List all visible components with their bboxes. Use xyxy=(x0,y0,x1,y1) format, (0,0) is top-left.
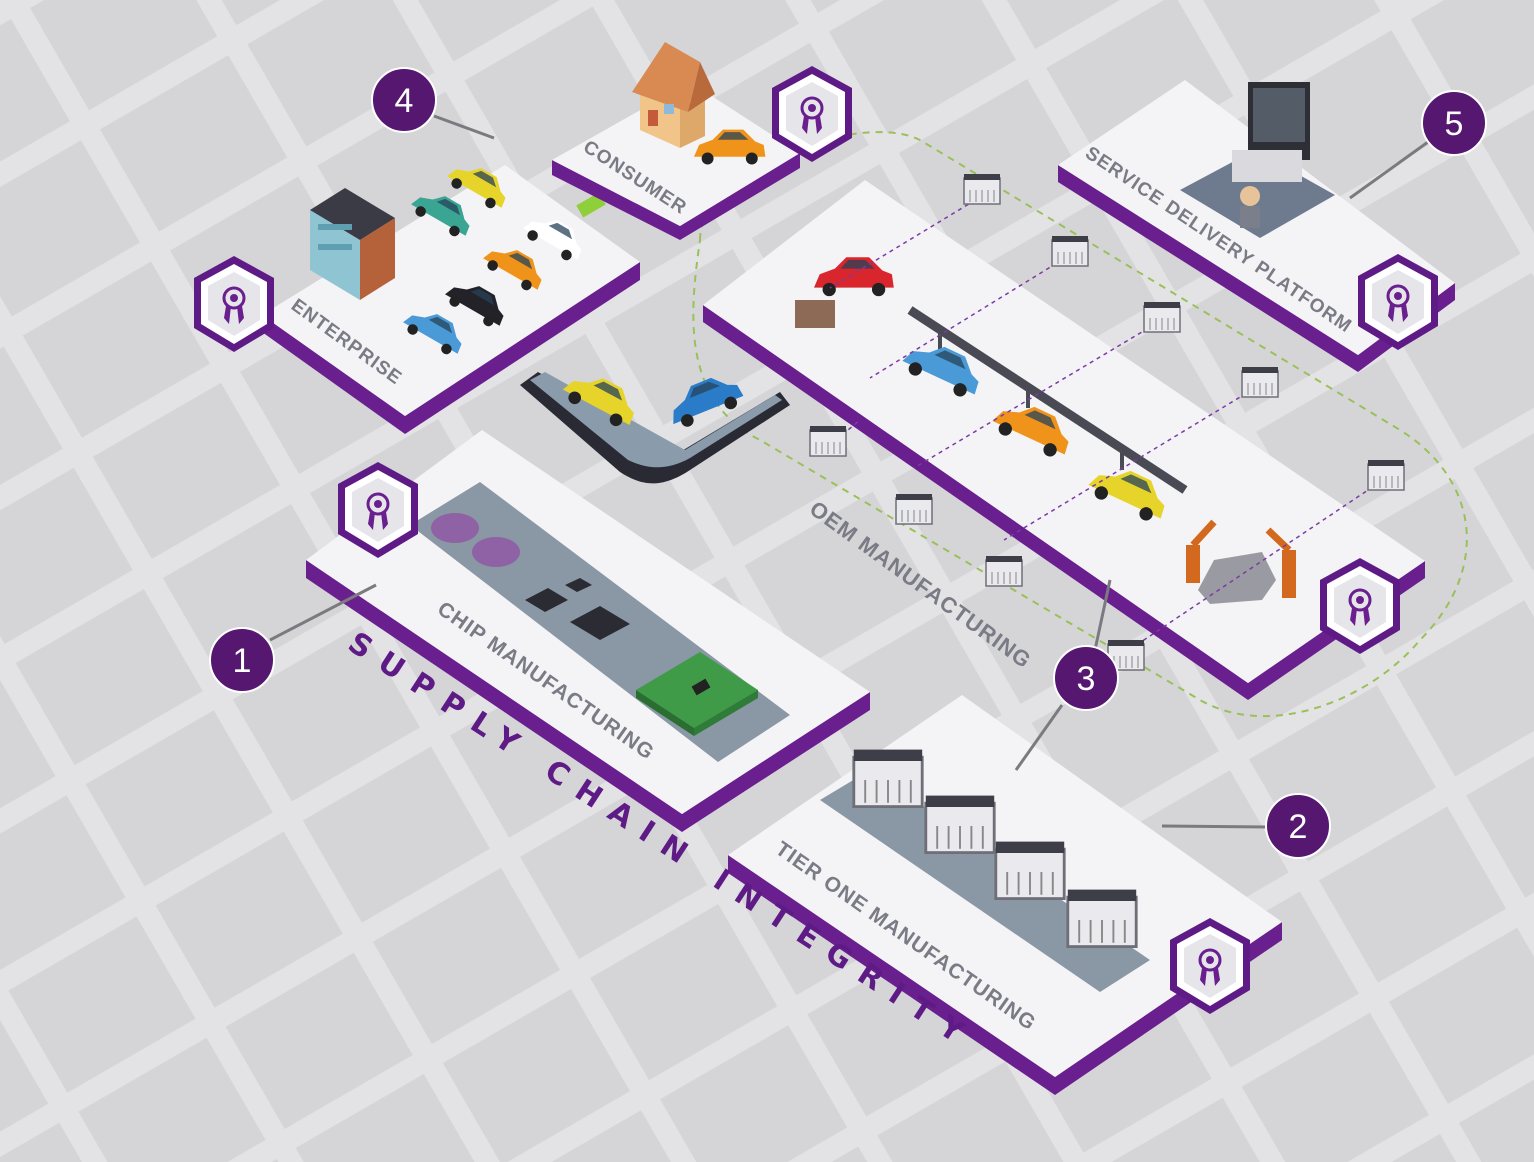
battery-module-icon xyxy=(1241,366,1279,398)
battery-module-icon xyxy=(1051,235,1089,267)
battery-module-icon xyxy=(852,748,924,809)
battery-module-icon xyxy=(994,840,1066,901)
battery-module-icon xyxy=(1367,459,1405,491)
monitor-workstation-icon xyxy=(1180,82,1335,238)
battery-module-icon xyxy=(963,173,1001,205)
enterprise-consumer-connector xyxy=(576,192,606,218)
svg-text:5: 5 xyxy=(1445,105,1464,143)
battery-module-icon xyxy=(985,555,1023,587)
enterprise-platform: ENTERPRISE xyxy=(192,155,640,434)
callout-4: 4 xyxy=(371,67,437,133)
consumer-platform: CONSUMER xyxy=(552,42,854,240)
callout-3: 3 xyxy=(1053,645,1119,711)
svg-text:2: 2 xyxy=(1289,808,1308,846)
battery-module-icon xyxy=(1143,301,1181,333)
callout-leaders xyxy=(269,114,1429,829)
wafer-icon xyxy=(431,513,520,567)
battery-module-icon xyxy=(809,425,847,457)
battery-module-icon xyxy=(1066,888,1138,949)
battery-module-icon xyxy=(895,493,933,525)
svg-text:4: 4 xyxy=(395,82,414,120)
callout-5: 5 xyxy=(1421,90,1487,156)
circuit-board-icon xyxy=(636,652,758,736)
conveyor-belt xyxy=(520,364,790,484)
svg-text:1: 1 xyxy=(233,642,252,680)
chip-manufacturing-platform: CHIP MANUFACTURING xyxy=(306,430,870,832)
lift-stand xyxy=(795,300,835,328)
office-building-icon xyxy=(310,188,395,300)
chip-icon xyxy=(525,578,630,640)
house-icon xyxy=(632,42,715,148)
svg-text:3: 3 xyxy=(1077,660,1096,698)
callout-1: 1 xyxy=(209,627,275,693)
battery-module-icon xyxy=(924,794,996,855)
callout-2: 2 xyxy=(1265,793,1331,859)
